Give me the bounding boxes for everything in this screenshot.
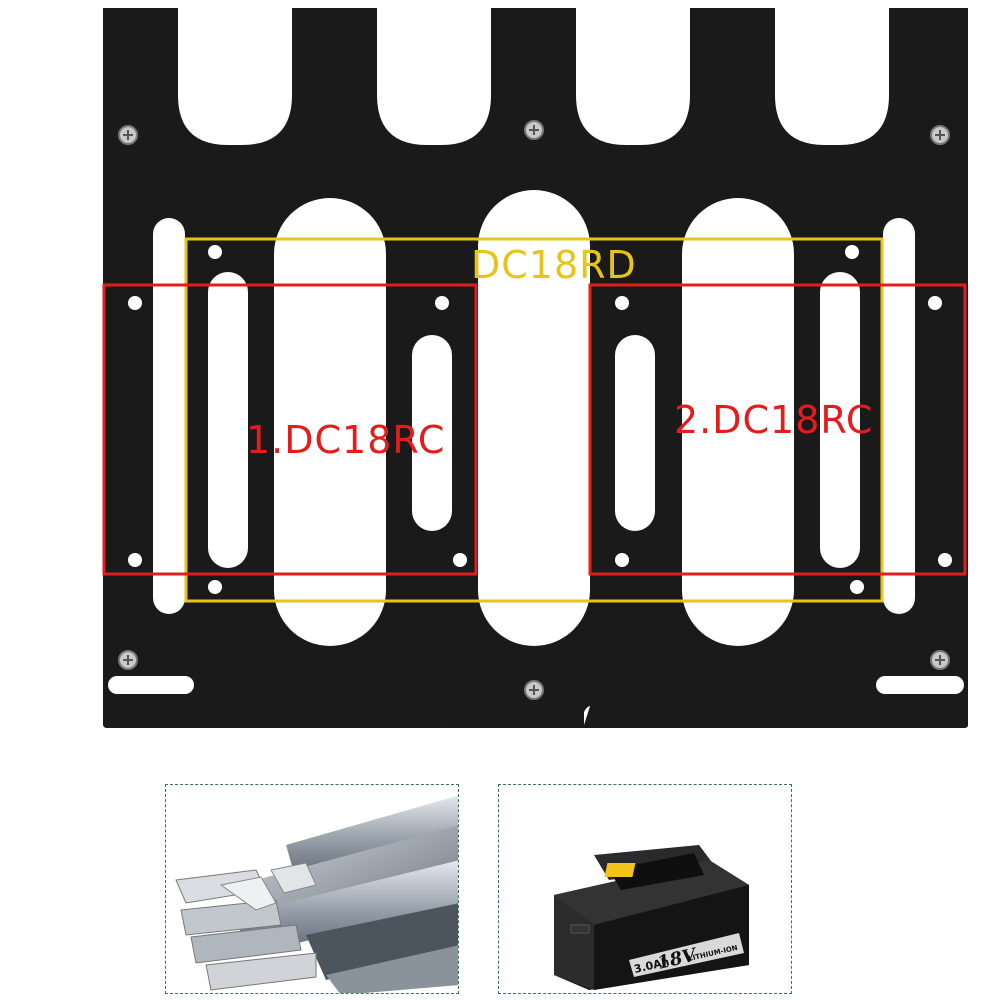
red-frame-right-dc18rc [588,283,967,576]
red-left-label: 1.DC18RC [246,418,446,462]
screw-icon [524,680,544,700]
plate-bottom-edge [103,700,968,728]
screw-icon [118,125,138,145]
yellow-frame-dc18rd [184,237,884,603]
battery-mount-plate-image [102,8,968,728]
screw-icon [118,650,138,670]
screw-icon [930,125,950,145]
inset-battery: 3.0Ah 18V LITHIUM-ION [498,784,792,994]
red-right-label: 2.DC18RC [674,398,874,442]
inset-steel [165,784,459,994]
battery-pack-image: 3.0Ah 18V LITHIUM-ION [554,845,749,990]
yellow-label: DC18RD [471,243,637,287]
plate-body [103,8,968,725]
screw-icon [930,650,950,670]
screw-icon [524,120,544,140]
red-frame-left-dc18rc [102,283,478,576]
steel-bars-image [175,795,458,993]
